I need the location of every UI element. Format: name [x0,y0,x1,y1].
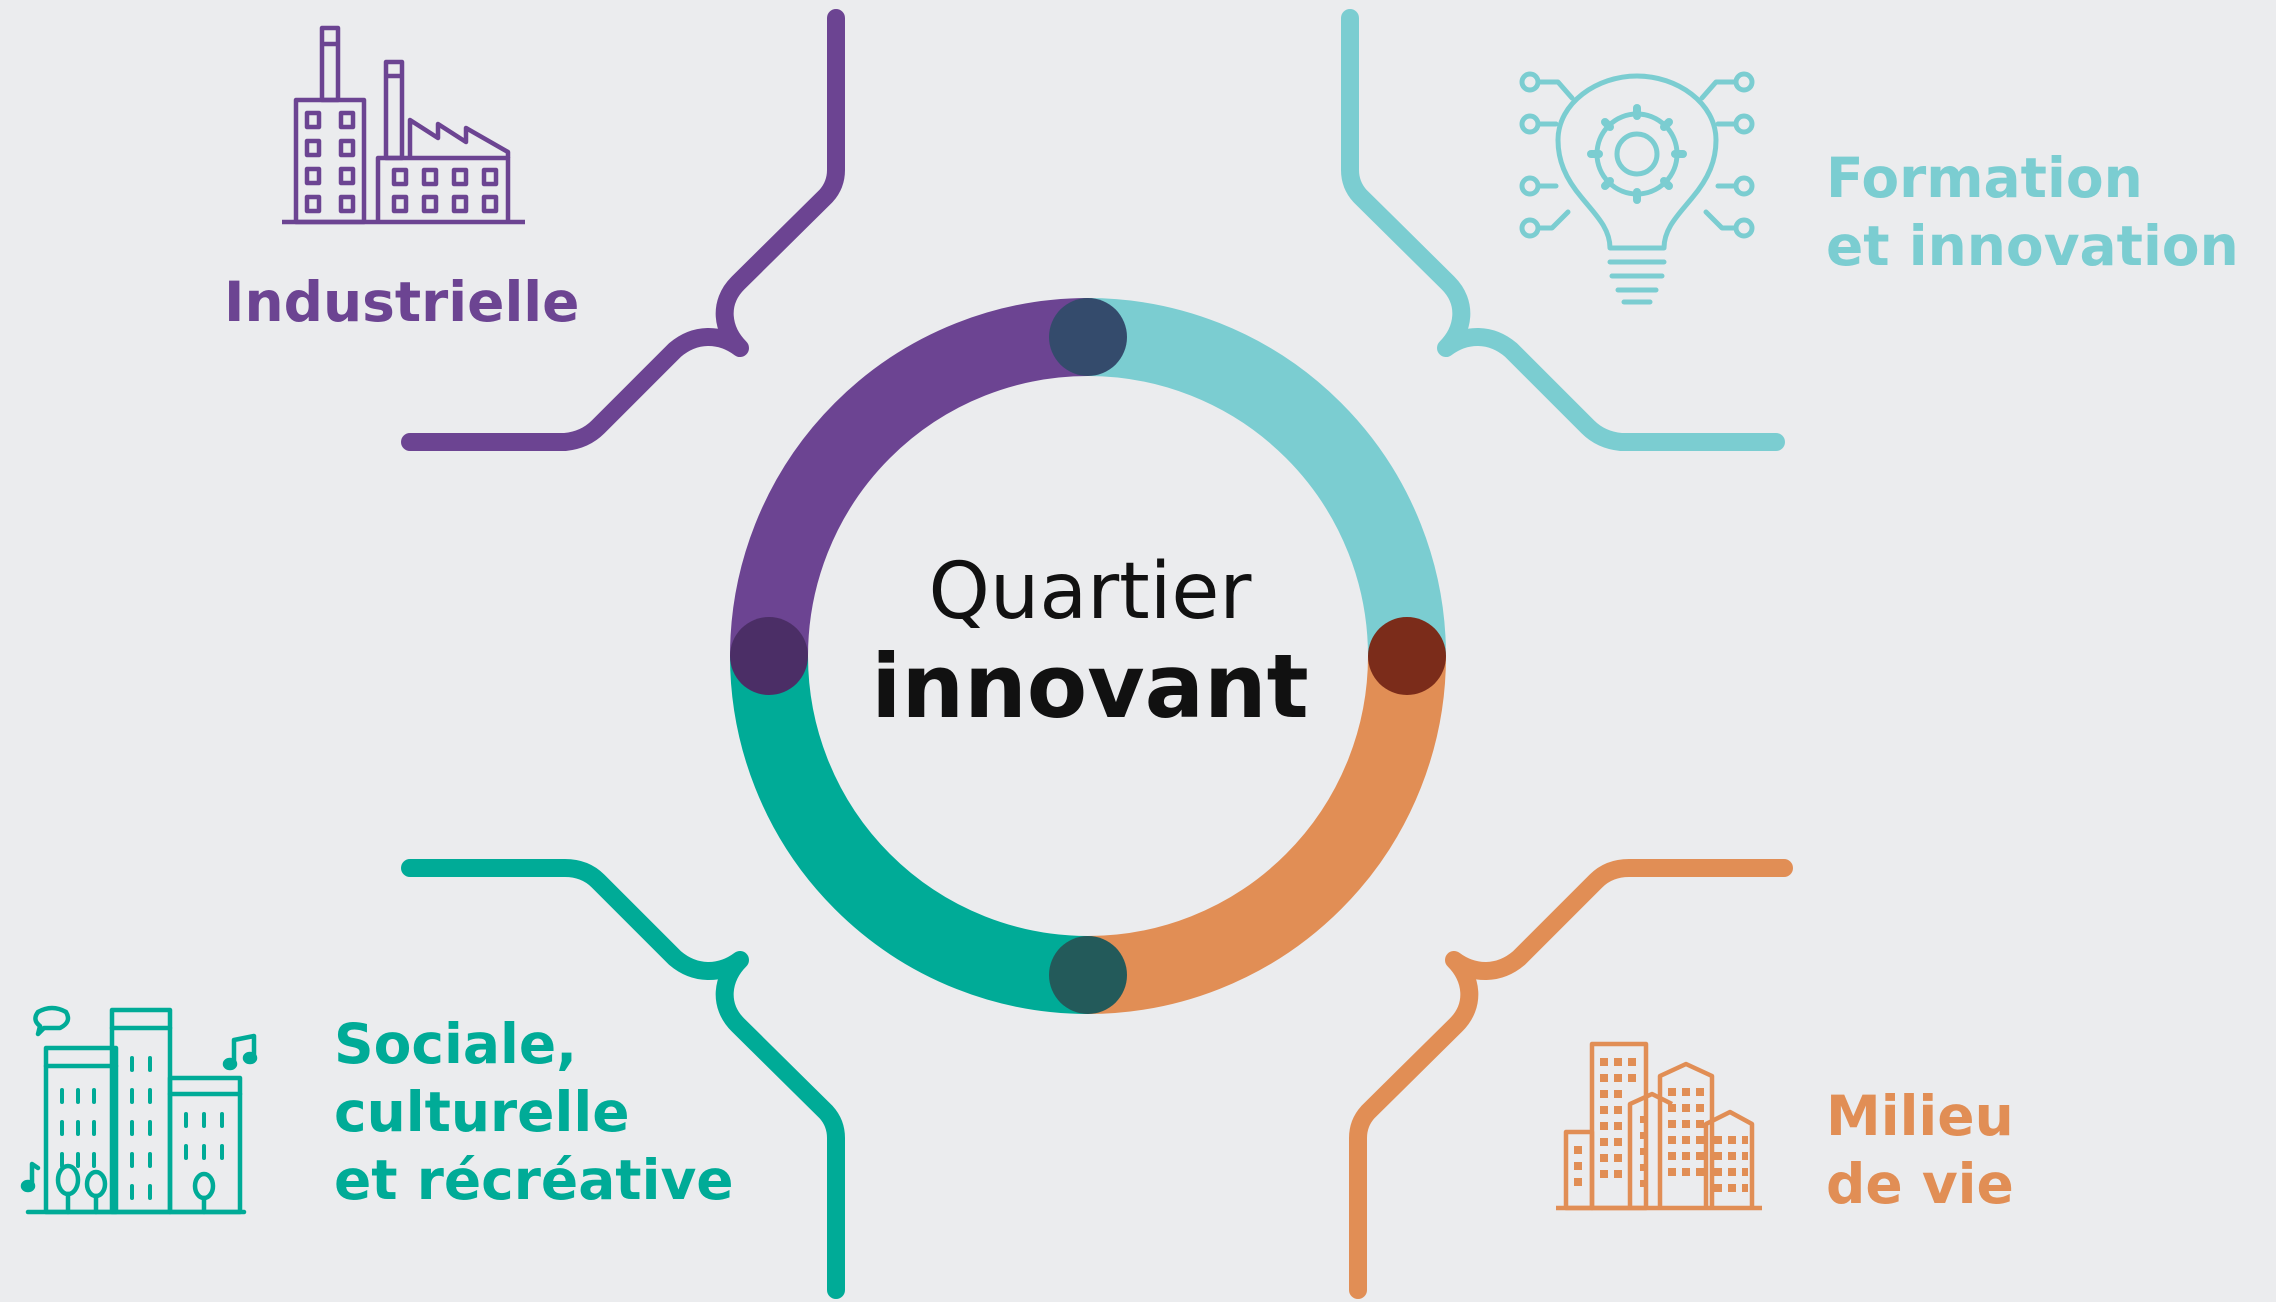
ring-junctions [730,298,1446,1014]
ring-arc-formation [1087,298,1446,657]
lightbulb-gear-icon [1519,71,1755,305]
center-title-line2: innovant [871,635,1309,738]
junction-top-dot [1049,298,1127,376]
label-sociale-line1: Sociale, [334,1012,578,1076]
junction-right-dot [1368,617,1446,695]
label-sociale-line2: culturelle [334,1080,630,1144]
label-industrielle-line1: Industrielle [224,270,580,334]
ring-arc-milieu [1087,655,1446,1014]
central-ring [730,298,1446,1014]
connector-milieu [1349,859,1793,1299]
label-sociale-line3: et récréative [334,1148,734,1212]
connector-industrielle [401,9,845,451]
label-milieu: Milieu de vie [1826,1082,2014,1218]
junction-left-dot [730,617,808,695]
label-milieu-line1: Milieu [1826,1084,2014,1148]
label-formation-line2: et innovation [1826,214,2239,278]
factory-icon [282,25,525,225]
city-culture-icon [20,1005,258,1215]
center-title: Quartier innovant [775,545,1405,735]
connector-sociale [401,859,845,1299]
connector-formation [1341,9,1785,451]
label-milieu-line2: de vie [1826,1152,2014,1216]
ring-arc-sociale [730,655,1089,1014]
label-sociale: Sociale, culturelle et récréative [334,1010,734,1214]
label-formation: Formation et innovation [1826,144,2239,280]
ring-arc-industrielle [730,298,1089,657]
residential-buildings-icon [1556,1041,1762,1211]
label-formation-line1: Formation [1826,146,2143,210]
center-title-line1: Quartier [928,547,1252,637]
label-industrielle: Industrielle [224,268,579,336]
junction-bottom-dot [1049,936,1127,1014]
